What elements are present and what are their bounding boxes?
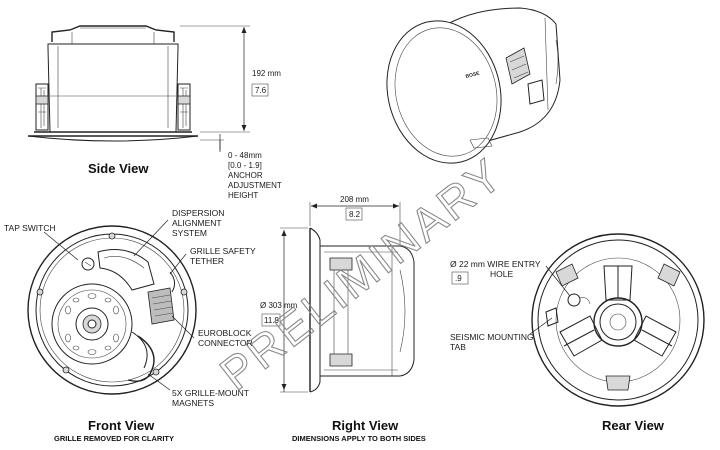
side-height-in: 7.6	[255, 86, 267, 95]
rear-view-drawing	[529, 233, 705, 407]
wire-entry-in-box	[451, 271, 469, 285]
right-depth-in: 8.2	[349, 210, 361, 219]
right-diameter-in-box	[261, 313, 281, 327]
front-view-title: Front View	[88, 418, 155, 433]
anchor-in: [0.0 - 1.9]	[228, 161, 262, 170]
callout-euroblock-line-1: EUROBLOCK	[198, 328, 252, 338]
callout-wire-entry-line-1: Ø 22 mm WIRE ENTRY	[450, 259, 541, 269]
anchor-mm: 0 - 48mm	[228, 151, 262, 160]
callout-magnets-line-1: 5X GRILLE-MOUNT	[172, 388, 249, 398]
right-depth-in-box	[345, 207, 363, 221]
front-view-subtitle: GRILLE REMOVED FOR CLARITY	[54, 434, 174, 443]
side-height-in-box	[251, 83, 269, 97]
rear-view-title: Rear View	[602, 418, 665, 433]
callout-magnets-line-2: MAGNETS	[172, 398, 214, 408]
callout-dispersion-line-1: DISPERSION	[172, 208, 224, 218]
right-diameter-in: 11.9	[264, 316, 280, 325]
grille-brand-logo: BOSE	[465, 71, 481, 80]
right-diameter-mm: Ø 303 mm	[260, 301, 298, 310]
right-view-title: Right View	[332, 418, 399, 433]
side-view-title: Side View	[88, 161, 149, 176]
front-view-drawing	[27, 219, 197, 395]
callout-tap-switch: TAP SWITCH	[4, 223, 56, 233]
right-view-subtitle: DIMENSIONS APPLY TO BOTH SIDES	[292, 434, 426, 443]
right-view-drawing	[280, 202, 415, 393]
right-depth-mm: 208 mm	[340, 195, 369, 204]
side-height-mm: 192 mm	[252, 69, 281, 78]
wire-entry-in: .9	[455, 274, 462, 283]
isometric-view-drawing	[386, 7, 561, 164]
anchor-label-line-3: HEIGHT	[228, 191, 258, 200]
callout-seismic-line-1: SEISMIC MOUNTING	[450, 332, 534, 342]
anchor-label-line-2: ADJUSTMENT	[228, 181, 282, 190]
side-view-drawing	[27, 25, 250, 152]
callout-dispersion-line-3: SYSTEM	[172, 228, 207, 238]
callout-dispersion-line-2: ALIGNMENT	[172, 218, 222, 228]
callout-seismic-line-2: TAB	[450, 342, 466, 352]
callout-wire-entry-line-2: HOLE	[490, 269, 513, 279]
anchor-label-line-1: ANCHOR	[228, 171, 263, 180]
callout-euroblock-line-2: CONNECTOR	[198, 338, 253, 348]
callout-grille-tether-line-2: TETHER	[190, 256, 224, 266]
callout-grille-tether-line-1: GRILLE SAFETY	[190, 246, 256, 256]
